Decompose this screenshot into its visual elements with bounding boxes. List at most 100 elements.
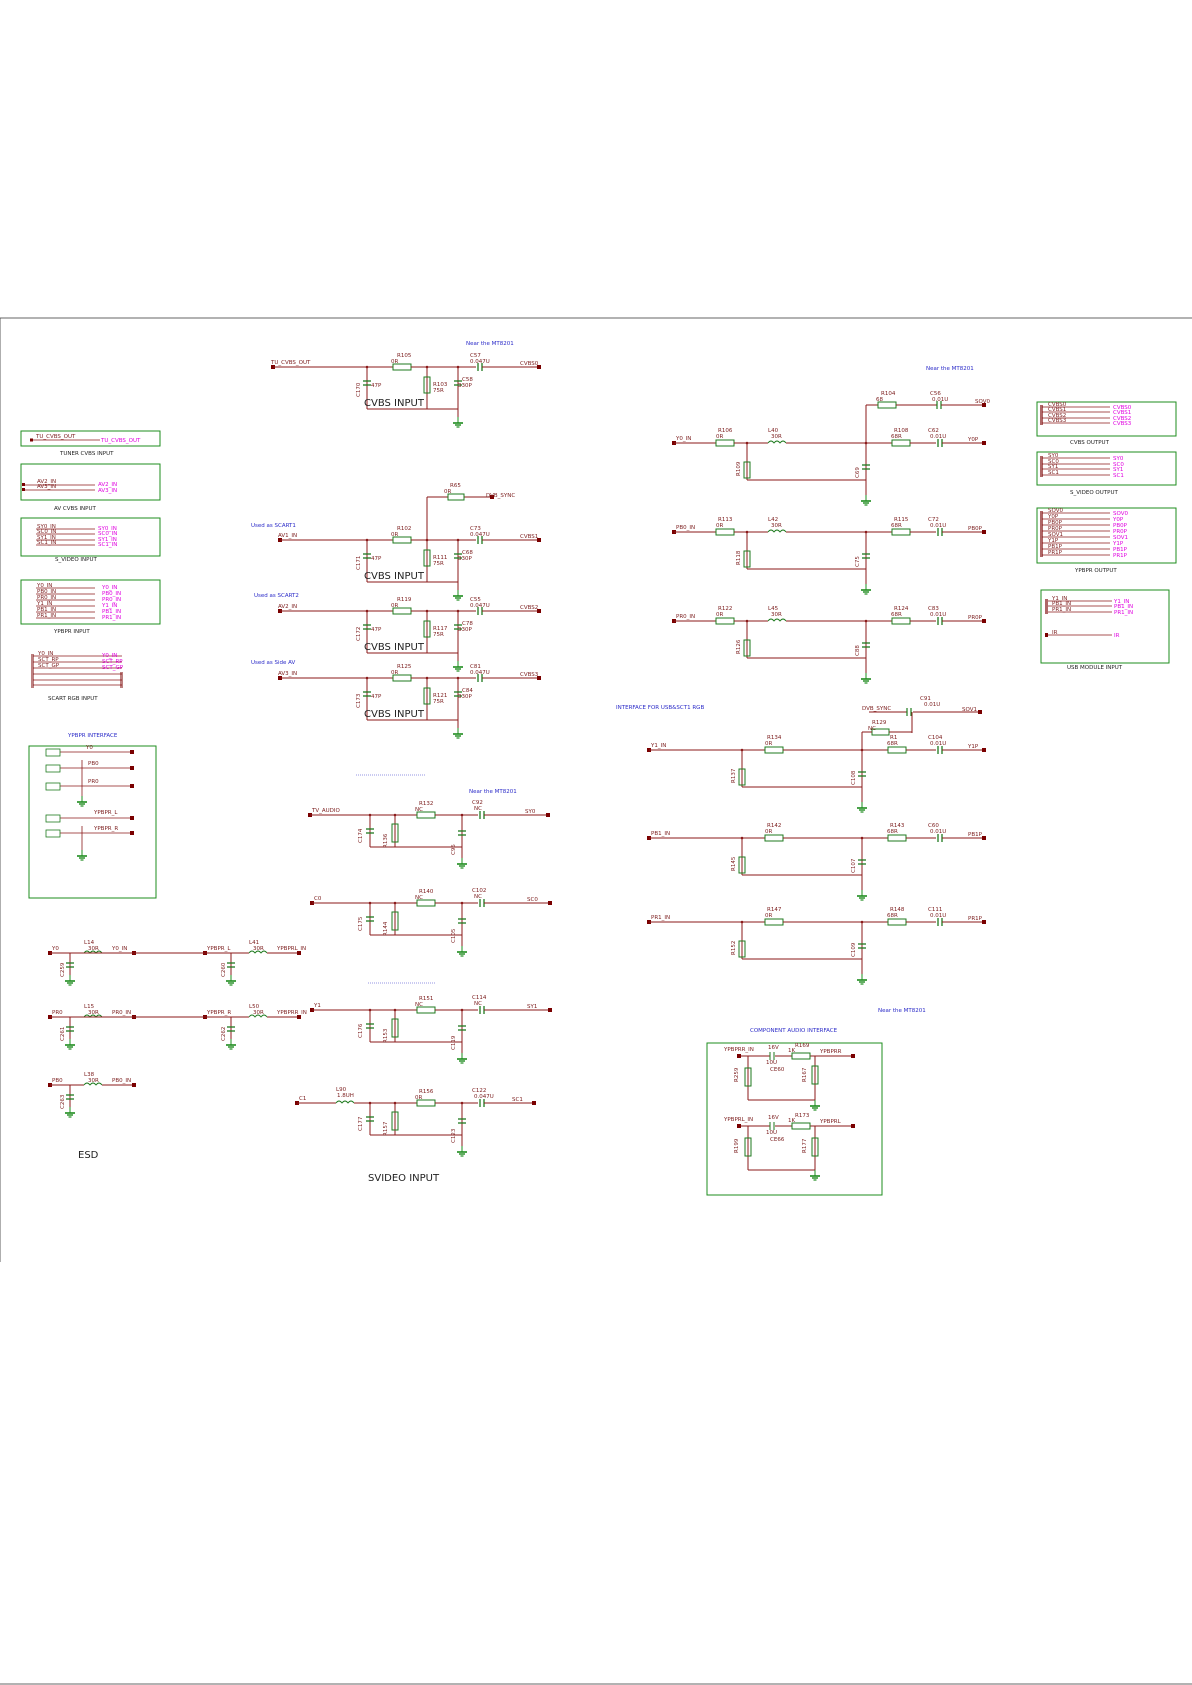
rb-r1-val-4: 0R [765,829,772,835]
rb-out-2: PR0P [968,615,983,621]
scart-out-1: SCT_RP [102,659,123,665]
note-scart2: Used as SCART2 [254,593,299,599]
ypbpr-in-3: Y1_IN [36,601,52,607]
s-video-output-title: S_VIDEO OUTPUT [1070,490,1118,496]
comp-r-r-val: 1K [788,1048,795,1054]
av-port-in-0: AV2_IN [37,479,56,485]
cvbs-capsh-val-1: 47P [371,556,382,562]
sv-out-0: SY0 [525,809,536,815]
yp-out-out-7: PR1P [1113,553,1128,559]
sov1-r-val: NC [868,726,876,732]
cvbs-rsh-2: R117 [433,626,448,632]
sv-cser-val-2: NC [474,1001,482,1007]
esd-out-3: YPBPRL_IN [276,946,306,952]
cvbs-csh2-val-3: 330P [458,694,472,700]
rb-csh-4: C107 [851,858,857,873]
sv-c2-1: C105 [451,928,457,943]
sv-cser-1: C102 [472,888,486,894]
cvbs-rser-0: R105 [397,353,412,359]
rb-c-0: C62 [928,428,939,434]
rb-rsh-0: R109 [736,461,742,476]
yp-out-in-5: Y1P [1047,538,1059,544]
comp-rsh2: R167 [802,1067,808,1082]
scart-in-1: SCT_RP [38,657,59,663]
iface-y0: Y0 [85,745,93,751]
rb-r1-val-5: 0R [765,913,772,919]
rb-c-4: C60 [928,823,939,829]
esd-c-0: C259 [60,962,66,977]
sv-out-out-1: SC0 [1113,462,1124,468]
cvbs-capsh-val-2: 47P [371,627,382,633]
ypbpr-output-title: YPBPR OUTPUT [1074,568,1117,574]
cvbs-input-title-3: CVBS INPUT [364,709,425,720]
cvbs-input-title-0: CVBS INPUT [364,398,425,409]
rb-in-4: PB1_IN [651,831,670,837]
scart-port-box: Y0_IN SCT_RP SCT_GP Y0_IN SCT_RP SCT_GP … [31,651,124,702]
svideo-out-1: SC0_IN [98,531,117,537]
svideo-out-3: SC1_IN [98,542,117,548]
esd-out-2: PB0_IN [112,1078,131,1084]
interface-usb-title: INTERFACE FOR USB&SCT1 RGB [616,705,704,711]
usb-in-2: PR1_IN [1052,607,1071,613]
iface-r: YPBPR_R [93,826,118,832]
ypbpr-interface-box: YPBPR INTERFACE Y0 PB0 PR0 YPBPR_L YPBPR… [28,733,157,899]
comp-c-r: CE60 [770,1067,785,1073]
sv-c1-0: C174 [358,828,364,843]
ypbpr-in-5: PR1_IN [37,613,56,619]
sv-out-2: SY1 [527,1004,537,1010]
rb-in-3: Y1_IN [650,743,666,749]
yp-out-in-1: Y0P [1047,514,1059,520]
rb-r2-4: R143 [890,823,905,829]
scart-out-0: Y0_IN [101,653,117,659]
rb-rsh-1: R118 [736,550,742,565]
cvbs-csh2-val-1: 330P [458,556,472,562]
tuner-cvbs-input-title: TUNER CVBS INPUT [59,451,114,457]
rb-r1-3: R134 [767,735,782,741]
esd-l-0: L14 [84,940,95,946]
rb-c-val-1: 0.01U [930,523,946,529]
comp-rsh4: R177 [802,1138,808,1153]
usb-in-1: PB1_IN [1052,601,1071,607]
ypbpr-out-4: PB1_IN [102,609,121,615]
sv-in-0: TV_AUDIO [311,808,341,814]
rb-l-val-2: 30R [771,612,782,618]
esd-out-1: PR0_IN [112,1010,131,1016]
rb-rsh-2: R126 [736,639,742,654]
ypbpr-out-0: Y0_IN [101,585,117,591]
esd-c-1: C261 [60,1027,66,1041]
sv-l: L90 [336,1087,347,1093]
cvbs-rsh-val-1: 75R [433,561,444,567]
sov0-c-val: 0.01U [932,397,948,403]
rb-r2-val-4: 68R [887,829,898,835]
rb-l-val-1: 30R [771,523,782,529]
sov1-r: R129 [872,720,887,726]
esd-in-0: Y0 [51,946,59,952]
comp-r-r: R169 [795,1043,810,1049]
cvbs-rsh-1: R111 [433,555,447,561]
note-near-1: Near the MT8201 [466,341,514,347]
cvbs-rser-val-3: 0R [391,670,398,676]
esd-in-3: YPBPR_L [206,946,231,952]
sv-in-1: C0 [314,896,322,902]
rb-out-3: Y1P [967,744,979,750]
comp-r-l-val: 1K [788,1118,795,1124]
sv-r-val-0: NC [415,807,423,813]
rb-in-2: PR0_IN [676,614,695,620]
yp-out-out-4: SOV1 [1113,535,1128,541]
usb-module-box: Y1_IN PB1_IN PR1_IN IR Y1_IN PB1_IN PR1_… [1040,589,1170,671]
sv-out-out-0: SY0 [1113,456,1124,462]
cvbs-input-title-1: CVBS INPUT [364,571,425,582]
sv-out-1: SC0 [527,897,538,903]
sv-c2-3: C123 [451,1128,457,1143]
esd-c-2: C263 [60,1094,66,1109]
rb-c-1: C72 [928,517,939,523]
ypbpr-port-box: Y0_IN PB0_IN PR0_IN Y1_IN PB1_IN PR1_IN … [20,579,161,635]
cvbs-rsh-val-3: 75R [433,699,444,705]
